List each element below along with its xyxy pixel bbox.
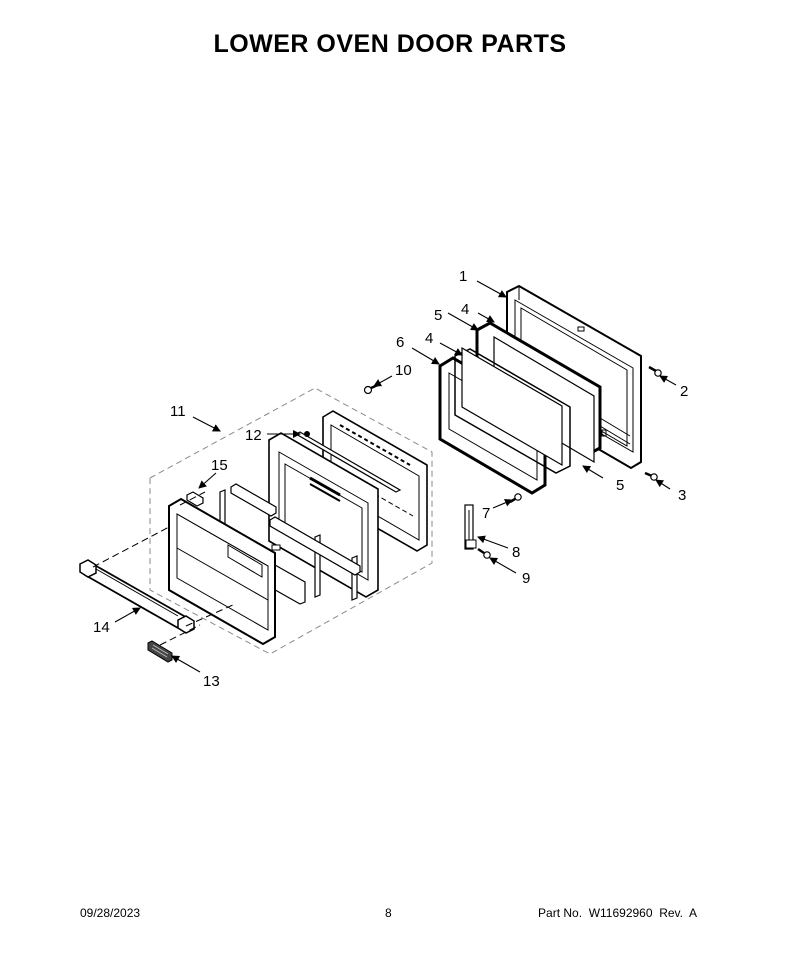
door-middle-frame — [268, 432, 379, 598]
footer-page-number: 8 — [385, 906, 392, 920]
callout-14: 14 — [93, 619, 110, 636]
part-13-vent — [147, 640, 173, 663]
part-15-clip — [186, 491, 204, 507]
callout-12: 12 — [245, 427, 262, 444]
callout-3: 3 — [678, 487, 686, 504]
door-lower-channel — [269, 516, 361, 576]
callout-5-rear: 5 — [434, 307, 442, 324]
callout-9: 9 — [522, 570, 530, 587]
callout-leaders — [114, 280, 677, 673]
part-8-hinge — [464, 504, 477, 550]
callout-labels: 1 2 3 4 4 5 5 6 7 8 9 10 11 12 13 14 15 — [93, 268, 688, 690]
callout-6: 6 — [396, 334, 404, 351]
callout-8: 8 — [512, 544, 520, 561]
callout-4-front: 4 — [425, 330, 433, 347]
callout-15: 15 — [211, 457, 228, 474]
door-tab — [271, 544, 281, 551]
door-outer-panel — [168, 497, 276, 646]
part-12-clip — [304, 431, 310, 437]
callout-7: 7 — [482, 505, 490, 522]
part-2-screw — [648, 365, 662, 377]
alignment-dash-lines — [92, 491, 236, 646]
part-9-screw — [477, 547, 491, 559]
callout-1: 1 — [459, 268, 467, 285]
part-14-handle — [79, 559, 195, 634]
footer-date: 09/28/2023 — [80, 906, 141, 920]
footer-part-number: Part No. W11692960 Rev. A — [538, 906, 697, 920]
callout-5-front: 5 — [616, 477, 624, 494]
door-channel-bar — [230, 483, 277, 517]
part-3-screw — [644, 471, 658, 481]
callout-13: 13 — [203, 673, 220, 690]
door-assembly-boundary — [149, 387, 433, 655]
part-10-screw — [363, 382, 381, 395]
page-title: LOWER OVEN DOOR PARTS — [213, 30, 567, 58]
part-7-screw — [509, 493, 522, 504]
part-4-front-gasket — [454, 348, 571, 474]
part-5-front-glass — [461, 346, 563, 467]
callout-2: 2 — [680, 383, 688, 400]
callout-4-rear: 4 — [461, 301, 469, 318]
callout-10: 10 — [395, 362, 412, 379]
callout-11: 11 — [170, 403, 186, 420]
